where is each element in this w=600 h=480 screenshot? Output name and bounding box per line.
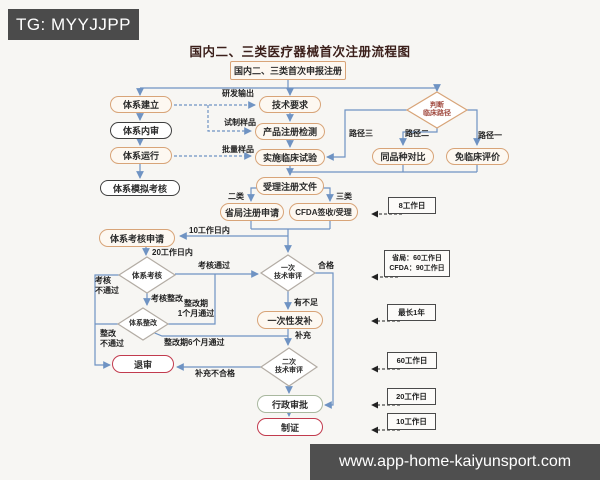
flow-node-clinical-trial: 实施临床试验	[255, 149, 325, 166]
callout-supplement-max: 最长1年	[387, 304, 436, 321]
second-review-line2: 技术审评	[275, 367, 303, 374]
flow-connectors	[94, 80, 481, 417]
tg-watermark-badge: TG: MYYJJPP	[8, 9, 139, 40]
edge-label-assessment-pass: 考核通过	[198, 261, 230, 270]
flow-node-start: 国内二、三类首次申报注册	[230, 61, 346, 80]
diamond-text-judge-clinical-path: 判断 临床路径	[407, 93, 467, 127]
flow-node-system-internal-audit: 体系内审	[110, 122, 172, 139]
first-review-line2: 技术审评	[274, 273, 302, 280]
edge-label-deficient: 有不足	[294, 298, 318, 307]
edge-label-assessment-fail: 考核 不通过	[95, 276, 119, 295]
edge-label-within-10-days: 10工作日内	[189, 226, 230, 235]
edge-label-rectify-1month: 整改期 1个月通过	[177, 299, 215, 318]
diamond-text-first-technical-review: 一次 技术审评	[261, 256, 315, 290]
diamond-system-rectify	[116, 307, 170, 341]
edge-label-path3: 路径三	[349, 129, 373, 138]
edge-label-path2: 路径二	[405, 129, 429, 138]
edge-label-supplement: 补充	[295, 331, 311, 340]
callout-review-days: 省局：60工作日 CFDA：90工作日	[384, 250, 450, 277]
callout-approval-days: 20工作日	[387, 388, 436, 405]
callout-accept-days: 8工作日	[388, 197, 436, 214]
flow-node-provincial-application: 省局注册申请	[220, 203, 284, 221]
edge-label-rectify-fail: 整改 不通过	[100, 329, 124, 348]
flow-node-system-mock-assessment: 体系模拟考核	[100, 180, 180, 196]
judge-clinical-path-line1: 判断	[430, 101, 444, 109]
edge-label-trial-sample: 试制样品	[224, 118, 256, 127]
site-url-bar: www.app-home-kaiyunsport.com	[310, 444, 600, 480]
flow-node-one-time-supplement: 一次性发补	[257, 311, 323, 329]
flow-node-system-assessment-apply: 体系考核申请	[99, 229, 175, 247]
second-review-line1: 二次	[282, 358, 296, 366]
edge-label-batch-sample: 批量样品	[222, 145, 254, 154]
diamond-text-system-rectify: 体系整改	[129, 319, 157, 327]
flow-node-product-registration-test: 产品注册检测	[255, 123, 325, 140]
diamond-text-system-assessment: 体系考核	[132, 270, 162, 280]
diamond-judge-clinical-path	[405, 91, 469, 129]
first-review-line1: 一次	[281, 264, 295, 272]
diagram-title: 国内二、三类医疗器械首次注册流程图	[189, 45, 411, 59]
edge-label-path1: 路径一	[478, 131, 502, 140]
callout-certificate-days: 10工作日	[387, 413, 436, 430]
edge-label-supplement-fail: 补充不合格	[195, 369, 235, 378]
flow-node-certificate: 制证	[257, 418, 323, 436]
flow-node-admin-approval: 行政审批	[257, 395, 323, 413]
flow-node-accept-registration-docs: 受理注册文件	[256, 177, 324, 195]
flow-node-tech-requirements: 技术要求	[259, 96, 321, 113]
edge-label-assessment-rectify: 考核整改	[151, 294, 183, 303]
flow-node-clinical-exempt: 免临床评价	[446, 148, 509, 165]
decision-diamonds	[116, 91, 469, 387]
flow-node-reject: 退审	[112, 355, 174, 373]
flow-node-system-run: 体系运行	[110, 147, 172, 164]
edge-label-qualified: 合格	[318, 261, 334, 270]
edge-label-within-20-days: 20工作日内	[152, 248, 193, 257]
edge-label-rectify-6month: 整改期6个月通过	[164, 338, 225, 347]
diamond-text-second-technical-review: 二次 技术审评	[261, 349, 317, 385]
diamond-second-technical-review	[259, 347, 319, 387]
callout-review-days-cfda: CFDA：90工作日	[389, 264, 445, 272]
flow-node-system-build: 体系建立	[110, 96, 172, 113]
edge-label-rd-output: 研发输出	[222, 89, 254, 98]
callout-leaders	[371, 210, 402, 434]
edge-label-class2: 二类	[228, 192, 244, 201]
edge-label-class3: 三类	[336, 192, 352, 201]
diamond-first-technical-review	[259, 254, 317, 292]
flow-node-same-variety-compare: 同品种对比	[372, 148, 434, 165]
judge-clinical-path-line2: 临床路径	[423, 110, 451, 117]
callout-review-days-provincial: 省局：60工作日	[392, 255, 442, 263]
flow-node-cfda-accept: CFDA签收/受理	[289, 203, 358, 221]
callout-second-review-days: 60工作日	[387, 352, 437, 369]
diamond-system-assessment	[117, 256, 177, 294]
